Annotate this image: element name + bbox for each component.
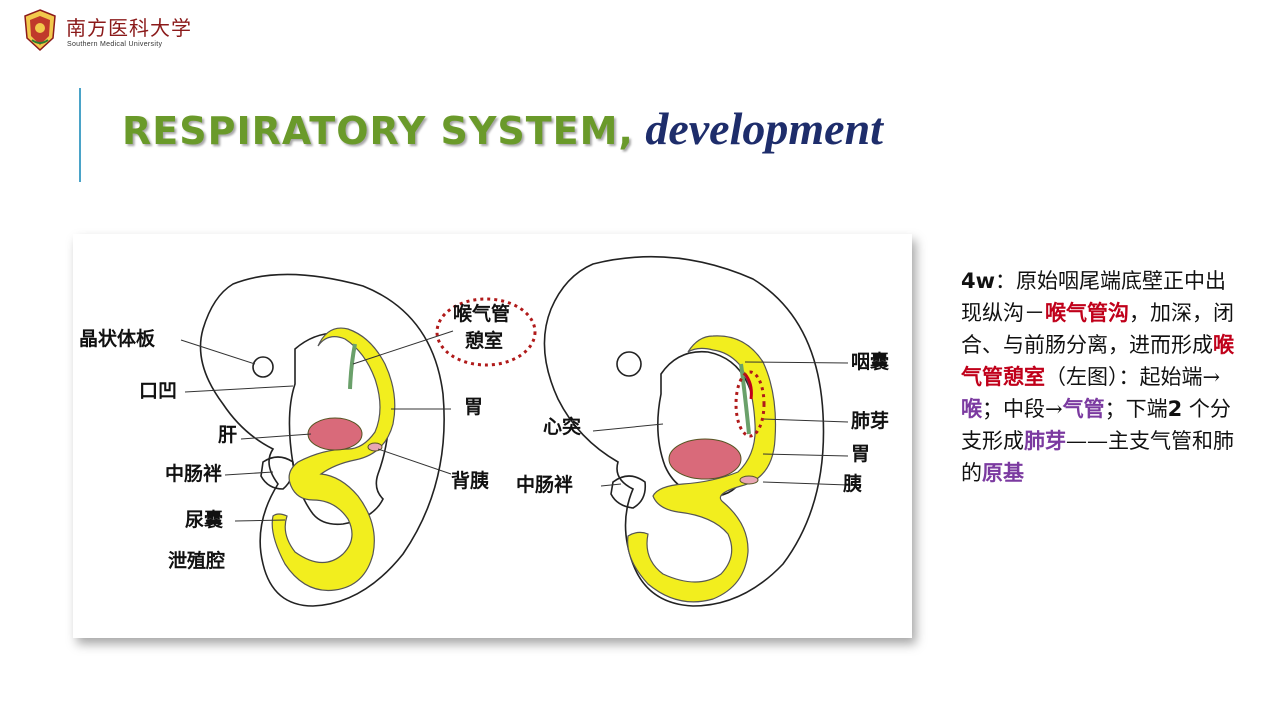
- label-cloaca: 泄殖腔: [168, 550, 226, 572]
- slide-title: RESPIRATORY SYSTEM, development: [122, 102, 883, 155]
- left-diverticulum-highlight: [435, 297, 537, 367]
- left-liver: [307, 417, 363, 451]
- label-heart-bulge: 心突: [543, 416, 582, 438]
- label-midgut-loop-left: 中肠袢: [165, 463, 223, 485]
- left-lens-plate: [252, 356, 274, 378]
- label-pharyngeal-pouch: 咽囊: [851, 351, 890, 373]
- left-embryo-outline: [199, 273, 445, 607]
- label-liver-left: 肝: [218, 424, 238, 446]
- embryo-diagram: [180, 255, 849, 607]
- university-emblem-icon: [24, 9, 56, 52]
- desc-part: ：原始咽尾端底壁正中出现纵沟－: [961, 269, 1227, 325]
- right-eye: [616, 351, 642, 377]
- label-stomodeum: 口凹: [139, 380, 178, 402]
- title-main: RESPIRATORY SYSTEM,: [122, 109, 634, 153]
- right-lung-bud-highlight: [734, 370, 766, 438]
- label-midgut-loop-right: 中肠袢: [516, 474, 574, 496]
- label-dorsal-pancreas: 背胰: [451, 470, 490, 492]
- desc-branch-count: 2: [1167, 397, 1183, 421]
- label-diverticulum-line2: 憩室: [465, 330, 504, 352]
- title-accent-bar: [79, 88, 81, 182]
- right-pancreas: [739, 475, 759, 485]
- desc-larynx: 喉: [961, 396, 982, 421]
- right-leader-lines: [592, 361, 849, 487]
- desc-part: ，加深，闭合、与前肠分离，进而形成: [961, 301, 1234, 357]
- desc-part: ——主支气管和肺的: [961, 429, 1234, 485]
- right-gut-tube: [627, 335, 777, 603]
- embryo-figure: 晶状体板 口凹 肝 中肠袢 尿囊 泄殖腔 喉气管 憩室 胃 背胰 心突 中肠袢 …: [73, 234, 912, 638]
- desc-laryngotracheal-diverticulum: 喉气管憩室: [961, 332, 1234, 389]
- right-embryo: [543, 255, 825, 607]
- right-liver: [668, 438, 742, 480]
- university-logo: 南方医科大学 Southern Medical University: [22, 8, 191, 54]
- right-lung-bud: [739, 363, 751, 435]
- desc-part: 个分支形成: [961, 397, 1231, 453]
- label-allantois: 尿囊: [185, 509, 224, 531]
- desc-part: （左图）：起始端→: [1045, 365, 1221, 389]
- right-allantois-shape: [610, 475, 647, 509]
- desc-laryngotracheal-groove: 喉气管沟: [1045, 300, 1129, 325]
- label-stomach-right: 胃: [851, 443, 871, 465]
- left-diverticulum: [348, 343, 357, 390]
- desc-part: ；下端: [1104, 397, 1168, 421]
- left-gut-tube: [271, 327, 396, 592]
- label-lens-plate: 晶状体板: [79, 328, 156, 350]
- university-name-en: Southern Medical University: [67, 41, 163, 48]
- desc-part: ；中段→: [982, 397, 1063, 421]
- label-stomach-left: 胃: [464, 396, 484, 418]
- label-diverticulum-line1: 喉气管: [453, 303, 511, 325]
- description-text: 4w：原始咽尾端底壁正中出现纵沟－喉气管沟，加深，闭合、与前肠分离，进而形成喉气…: [961, 266, 1241, 489]
- desc-primordium: 原基: [982, 460, 1024, 485]
- right-embryo-outline: [543, 255, 825, 607]
- label-pancreas: 胰: [843, 473, 863, 495]
- desc-week: 4w: [961, 269, 996, 293]
- university-name-cn: 南方医科大学: [66, 16, 192, 40]
- desc-trachea: 气管: [1062, 396, 1105, 421]
- title-sub: development: [633, 103, 883, 154]
- left-leader-lines: [180, 330, 454, 522]
- desc-lung-bud: 肺芽: [1024, 428, 1066, 453]
- right-lung-bud-red: [743, 373, 753, 400]
- label-lung-bud: 肺芽: [851, 410, 890, 432]
